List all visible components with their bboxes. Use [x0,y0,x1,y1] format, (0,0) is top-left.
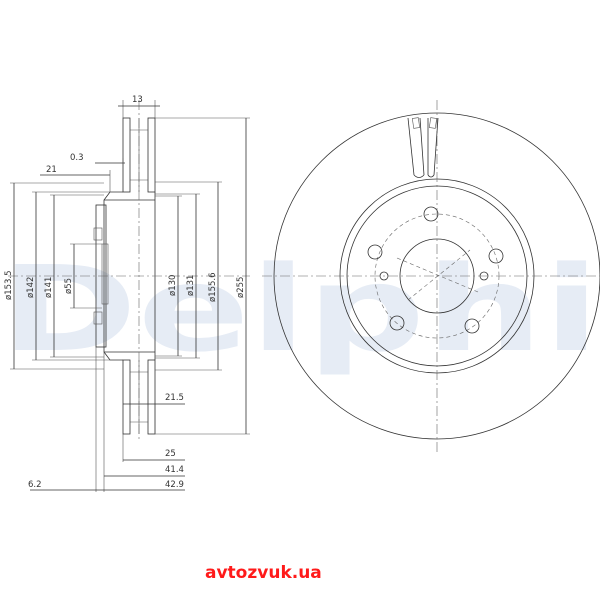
bolt-hole-lower-right [464,318,480,334]
dim-41-4: 41.4 [165,465,184,475]
bolt-hole-left [367,244,383,260]
dim-d142: ø142 [26,277,36,298]
dim-21: 21 [46,165,57,175]
dim-13: 13 [132,95,143,105]
dim-0-3: 0.3 [70,153,84,163]
outer-ring-lower-left [122,359,131,435]
outer-ring-upper-left [122,117,131,193]
dim-d55: ø55 [64,278,74,294]
bolt-hole-top [423,206,439,222]
side-section-view [8,100,250,492]
dim-21-5: 21.5 [165,393,184,403]
section-cut-mark [407,117,439,176]
dim-d255: ø255 [236,277,246,298]
site-logo: avtozvuk.ua [205,563,322,583]
dim-6-2: 6.2 [28,480,42,490]
outer-ring-lower-right [147,359,156,435]
bolt-hole-right [488,248,504,264]
dim-42-9: 42.9 [165,480,184,490]
bolt-hole-lower-left [389,315,405,331]
dim-d153-5: ø153.5 [4,270,14,300]
dim-d155-6: ø155.6 [208,272,218,302]
dim-25: 25 [165,449,176,459]
front-view [262,100,600,452]
dim-d131: ø131 [186,275,196,296]
delphi-watermark: Delphi [0,240,600,378]
dim-d130: ø130 [168,275,178,296]
outer-ring-upper-right [147,117,156,193]
dim-d141: ø141 [44,277,54,298]
